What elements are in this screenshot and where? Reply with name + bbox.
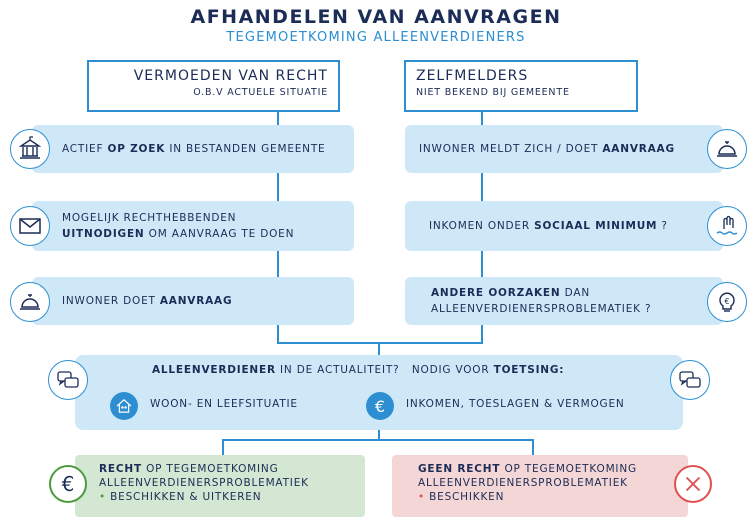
connector-split-horizontal — [222, 439, 534, 441]
outcome-bold: Geen recht — [418, 463, 501, 475]
connector-split-right — [532, 439, 534, 455]
step-text: dan — [564, 287, 590, 299]
envelope-icon — [10, 206, 50, 246]
connector-bottom-join — [277, 342, 483, 344]
step-text: Mogelijk rechthebbenden — [62, 212, 237, 224]
outcome-text: op tegemoetkoming — [146, 463, 279, 475]
outcome-recht-text: Recht op tegemoetkoming alleenverdieners… — [99, 462, 309, 504]
step-inwoner-doet-aanvraag: Inwoner doet aanvraag — [32, 277, 354, 325]
service-bell-icon — [10, 282, 50, 322]
step-text: om aanvraag te doen — [148, 228, 295, 240]
heading-right-title: Zelfmelders — [416, 68, 529, 84]
step-text: Inkomen onder — [429, 220, 530, 232]
step-bold: op zoek — [107, 143, 166, 155]
outcome-geen-recht-text: Geen recht op tegemoetkoming alleenverdi… — [418, 462, 637, 504]
heading-right-sub: niet bekend bij gemeente — [416, 87, 570, 98]
step-text: Inwoner doet — [62, 295, 156, 307]
step-bold: uitnodigen — [62, 228, 145, 240]
step-text: Actief — [62, 143, 104, 155]
step-bold: Andere oorzaken — [431, 287, 561, 299]
step-text: in bestanden gemeente — [169, 143, 326, 155]
step-uitnodigen: Mogelijk rechthebbenden uitnodigen om aan… — [32, 201, 354, 251]
outcome-text: alleenverdienersproblematiek — [99, 477, 309, 489]
euro-icon: € — [366, 392, 394, 420]
drowning-hand-icon — [707, 206, 747, 246]
step-bold: sociaal minimum — [534, 220, 658, 232]
outcome-recht — [75, 455, 365, 517]
heading-left-title: Vermoeden van recht — [133, 68, 328, 84]
step-text: ? — [661, 220, 668, 232]
check-item-inkomen: Inkomen, toeslagen & vermogen — [406, 398, 625, 410]
outcome-geen-recht — [392, 455, 688, 517]
house-people-icon — [110, 392, 138, 420]
chat-bubbles-icon — [48, 360, 88, 400]
step-actief-op-zoek: Actief op zoek in bestanden gemeente — [32, 125, 354, 173]
bullet-dot: • — [418, 491, 425, 503]
cross-circle-icon — [674, 465, 712, 503]
step-inkomen-onder-minimum: Inkomen onder sociaal minimum ? — [405, 201, 723, 251]
outcome-text: alleenverdienersproblematiek — [418, 477, 628, 489]
heading-left-sub: o.b.v actuele situatie — [193, 87, 328, 98]
step-bold: aanvraag — [602, 143, 675, 155]
outcome-text: op tegemoetkoming — [504, 463, 637, 475]
connector-split-left — [222, 439, 224, 455]
step-andere-oorzaken: Andere oorzaken dan alleenverdienersprobl… — [405, 277, 723, 325]
step-text: alleenverdienersproblematiek ? — [431, 303, 652, 315]
step-inwoner-meldt-zich: Inwoner meldt zich / doet aanvraag — [405, 125, 723, 173]
outcome-bullet: Beschikken & uitkeren — [110, 491, 262, 503]
check-bold-toetsing: toetsing: — [493, 364, 565, 376]
bullet-dot: • — [99, 491, 106, 503]
step-text: Inwoner meldt zich / doet — [419, 143, 599, 155]
check-bold-term: Alleenverdiener — [152, 364, 276, 376]
connector-split-down — [378, 430, 380, 440]
check-text: in de actualiteit? Nodig voor — [280, 364, 490, 376]
check-item-woon: Woon- en leefsituatie — [150, 398, 298, 410]
lightbulb-euro-icon: € — [707, 282, 747, 322]
check-question: Alleenverdiener in de actualiteit? Nodig… — [152, 364, 564, 376]
chat-bubbles-icon — [670, 360, 710, 400]
step-bold: aanvraag — [159, 295, 233, 307]
page-subtitle: Tegemoetkoming alleenverdieners — [226, 30, 526, 45]
svg-text:€: € — [724, 297, 729, 306]
city-hall-icon — [10, 129, 50, 169]
heading-zelfmelders: Zelfmelders niet bekend bij gemeente — [404, 60, 638, 112]
service-bell-icon — [707, 129, 747, 169]
heading-vermoeden-van-recht: Vermoeden van recht o.b.v actuele situat… — [87, 60, 340, 112]
euro-circle-icon: € — [49, 465, 87, 503]
outcome-bold: Recht — [99, 463, 142, 475]
connector-center-down — [378, 342, 380, 356]
outcome-bullet: Beschikken — [429, 491, 505, 503]
page-title: Afhandelen van aanvragen — [190, 6, 562, 28]
